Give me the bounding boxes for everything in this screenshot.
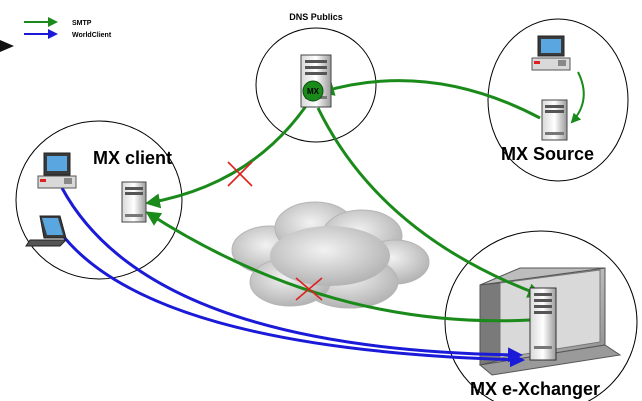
smtp-flow-dns-to-client-blocked — [145, 105, 308, 209]
dns-server: MX — [300, 54, 332, 108]
client-server — [121, 181, 147, 223]
laptop-icon — [25, 215, 68, 247]
worldclient-flow-pc-to-exchanger — [60, 187, 523, 363]
source-server — [541, 99, 568, 141]
source-desktop-pc — [531, 35, 571, 71]
server-icon — [529, 287, 557, 361]
blocked-x-icon — [227, 161, 253, 187]
cloud-icon — [231, 201, 430, 309]
source-node-circle — [487, 18, 629, 182]
server-icon — [121, 181, 147, 223]
mx-badge: MX — [307, 87, 320, 96]
legend-label-worldclient: WorldClient — [72, 32, 112, 39]
client-node-circle — [15, 120, 183, 280]
worldclient-flow-laptop-to-exchanger — [58, 231, 525, 368]
smtp-flow-exchanger-to-client — [145, 211, 531, 323]
dns-label: DNS Publics — [289, 12, 343, 22]
legend-item-smtp: SMTP — [24, 17, 92, 27]
desktop-pc-icon — [531, 35, 571, 71]
exchanger-label: MX e-Xchanger — [470, 379, 600, 399]
legend: SMTP WorldClient — [0, 17, 112, 52]
source-label: MX Source — [501, 144, 594, 164]
smtp-flow-dns-to-exchanger — [316, 107, 543, 298]
client-desktop-pc — [37, 152, 77, 189]
desktop-pc-icon — [37, 152, 77, 189]
client-label: MX client — [93, 148, 172, 168]
legend-label-smtp: SMTP — [72, 20, 92, 27]
exchanger-server — [529, 287, 557, 361]
client-laptop — [25, 215, 68, 247]
smtp-flow-source-to-dns — [319, 79, 541, 120]
smtp-flow-source-pc-to-server — [570, 71, 585, 124]
exchanger-node-circle — [444, 230, 638, 401]
dns-node-circle — [255, 27, 377, 143]
blocked-x-icon — [295, 277, 323, 301]
connections — [58, 71, 585, 368]
arrow-right-icon — [0, 40, 14, 52]
legend-item-worldclient: WorldClient — [24, 29, 112, 39]
server-icon — [541, 99, 568, 141]
